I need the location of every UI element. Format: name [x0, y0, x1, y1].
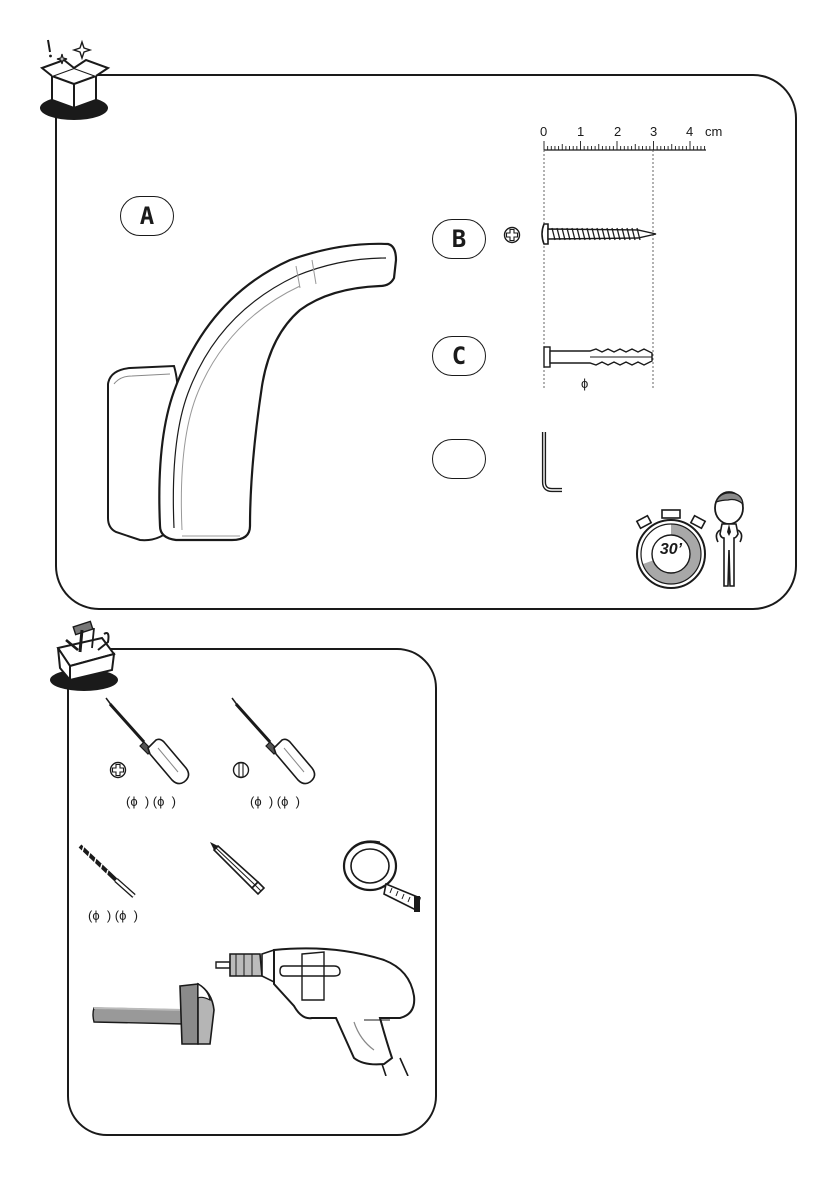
- hammer-illustration: [90, 980, 220, 1050]
- ruler-tick-4: 4: [686, 124, 693, 139]
- part-label-a: A: [120, 196, 174, 236]
- ruler-tick-2: 2: [614, 124, 621, 139]
- ruler-tick-1: 1: [577, 124, 584, 139]
- screw-illustration: [538, 222, 660, 246]
- phillips-sizes: (ϕ ) (ϕ ): [126, 794, 176, 809]
- pencil-illustration: [208, 840, 268, 900]
- drill-bit-illustration: [76, 842, 140, 898]
- open-box-icon: [34, 38, 116, 122]
- ruler-unit: cm: [705, 124, 722, 139]
- tape-measure-illustration: [340, 836, 424, 916]
- power-drill-illustration: [214, 946, 426, 1076]
- plug-diameter-symbol: ϕ: [581, 376, 588, 391]
- part-label-b-text: B: [452, 225, 466, 253]
- towel-hook-illustration: [100, 236, 410, 546]
- toolbox-icon: [44, 618, 126, 694]
- part-label-b: B: [432, 219, 486, 259]
- flat-sizes: (ϕ ) (ϕ ): [250, 794, 300, 809]
- part-label-a-text: A: [140, 202, 154, 230]
- phillips-head-icon-tools: [109, 761, 127, 779]
- part-label-d: [432, 439, 486, 479]
- one-person-icon: [706, 490, 752, 590]
- phillips-head-icon: [503, 226, 521, 244]
- wall-plug-illustration: [540, 344, 660, 370]
- ruler-tick-3: 3: [650, 124, 657, 139]
- ruler-tick-0: 0: [540, 124, 547, 139]
- part-label-c: C: [432, 336, 486, 376]
- timer-label: 30’: [652, 541, 690, 559]
- part-label-c-text: C: [452, 342, 466, 370]
- allen-key-illustration: [538, 430, 568, 494]
- drill-bit-sizes: (ϕ ) (ϕ ): [88, 908, 138, 923]
- flat-head-icon: [232, 761, 250, 779]
